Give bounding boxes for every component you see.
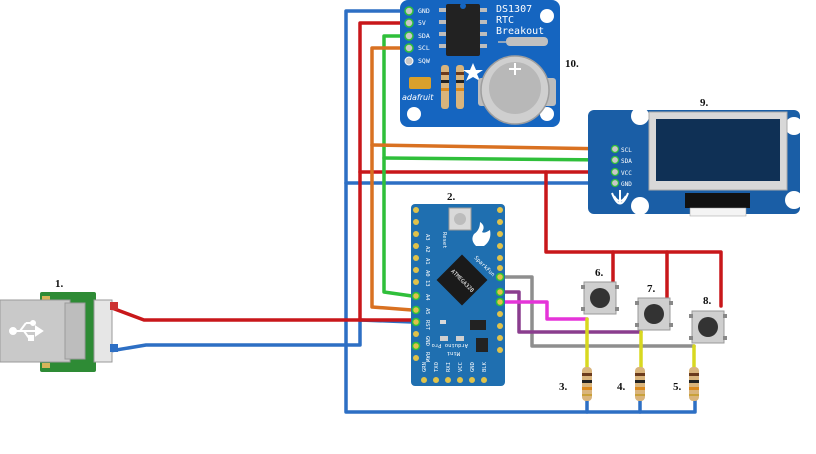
- rtc-chip: [446, 4, 480, 56]
- bottom-pin-rxi: RXI: [446, 362, 452, 372]
- label-resistor-3: 3.: [559, 381, 568, 393]
- pin-label-a4: A4: [424, 294, 430, 301]
- arduino-right-pins: [495, 207, 505, 353]
- arduino-left-pins: [411, 207, 421, 361]
- svg-text:SDA: SDA: [418, 32, 430, 40]
- resistor-4: 4.: [617, 367, 645, 401]
- rtc-board: GND 5V SDA SCL SQW DS1307 RTC Breakout: [400, 0, 579, 127]
- label-oled: 9.: [700, 97, 709, 109]
- pin-label-a2: A2: [424, 246, 430, 253]
- rtc-crystal: [506, 37, 548, 46]
- rtc-pin-5v: 5V: [404, 18, 426, 28]
- wires: [102, 9, 723, 414]
- oled-pin-sda: SDA: [610, 155, 632, 165]
- oled-pin-gnd: GND: [610, 178, 632, 188]
- reset-label: Reset: [441, 232, 447, 249]
- rtc-pin-sda: SDA: [404, 31, 430, 41]
- svg-text:SQW: SQW: [418, 57, 430, 65]
- pin-label-13: 13: [424, 280, 430, 287]
- rtc-capacitor: [409, 77, 431, 89]
- label-button-7: 7.: [647, 283, 656, 295]
- svg-text:SDA: SDA: [621, 158, 632, 165]
- rtc-battery-holder: [478, 55, 556, 125]
- scl-wire: [370, 46, 414, 312]
- pin-label-raw: RAW: [424, 352, 430, 363]
- oled-ribbon: [685, 193, 750, 208]
- resistor-5: 5.: [673, 367, 699, 401]
- sda-wire-oled: [382, 156, 614, 162]
- rtc-pin-gnd: GND: [404, 6, 430, 16]
- oled-pin-vcc: VCC: [610, 167, 632, 177]
- button-6: 6.: [581, 267, 619, 315]
- label-button-6: 6.: [595, 267, 604, 279]
- pin-label-a3: A3: [424, 234, 430, 241]
- svg-text:GND: GND: [418, 7, 430, 15]
- board-name-line1: Arduino Pro: [432, 342, 468, 348]
- usb-symbol-icon: [9, 320, 44, 341]
- label-usb: 1.: [55, 278, 64, 290]
- bottom-pin-grn: GRN: [422, 362, 428, 372]
- power-wire-rtc: [358, 21, 406, 322]
- svg-text:5V: 5V: [418, 19, 426, 27]
- ground-wire-usb: [102, 318, 414, 354]
- pin-label-a5: A5: [424, 308, 430, 315]
- power-wire-buttons: [544, 170, 723, 308]
- svg-text:GND: GND: [621, 181, 632, 188]
- rtc-title-line1: DS1307: [496, 4, 532, 15]
- bottom-pin-gnd: GND: [470, 362, 476, 372]
- sparkfun-flame-icon: [472, 222, 491, 246]
- oled-screen: [656, 119, 780, 181]
- bottom-pin-txo: TXO: [434, 362, 440, 372]
- pin-label-a0: A0: [424, 270, 430, 277]
- pin-label-rst: RST: [424, 320, 430, 331]
- button-wire-magenta: [495, 300, 589, 321]
- bottom-pin-blk: BLK: [482, 361, 488, 372]
- oled-pin-scl: SCL: [610, 144, 632, 154]
- ground-wire-main: [344, 9, 697, 414]
- button-wire-grey: [495, 275, 696, 348]
- sda-wire: [382, 34, 414, 298]
- rtc-brand: adafruit: [402, 93, 434, 102]
- usb-connector: 1.: [0, 278, 118, 372]
- oled-display: SCL SDA VCC GND 9.: [588, 97, 803, 217]
- label-rtc: 10.: [565, 58, 579, 70]
- label-button-8: 8.: [703, 295, 712, 307]
- svg-text:VCC: VCC: [621, 170, 632, 177]
- rtc-pin-sqw: SQW: [404, 56, 430, 66]
- pin-label-gnd: GND: [424, 336, 430, 346]
- rtc-resistors: [441, 65, 464, 109]
- button-wire-purple: [495, 290, 643, 334]
- resistor-3: 3.: [559, 367, 592, 401]
- button-8: 8.: [689, 295, 727, 344]
- rtc-title-line2: RTC: [496, 15, 514, 26]
- rtc-title-line3: Breakout: [496, 26, 544, 37]
- seeed-logo-icon: [611, 190, 629, 205]
- button-7: 7.: [635, 283, 673, 331]
- bottom-pin-vcc: VCC: [458, 362, 464, 372]
- scl-wire-oled: [370, 143, 614, 151]
- label-resistor-4: 4.: [617, 381, 626, 393]
- arduino-pro-mini: Reset ATMEGA328: [411, 191, 505, 386]
- power-wire-usb: [102, 303, 414, 322]
- label-arduino: 2.: [447, 191, 456, 203]
- label-resistor-5: 5.: [673, 381, 682, 393]
- svg-text:SCL: SCL: [418, 44, 430, 52]
- arduino-bottom-pins: [421, 377, 487, 383]
- svg-text:SCL: SCL: [621, 147, 632, 154]
- rtc-pin-scl: SCL: [404, 43, 430, 53]
- pin-label-a1: A1: [424, 258, 430, 265]
- adafruit-flower-icon: [463, 63, 483, 81]
- board-name-line2: Mini: [447, 350, 460, 356]
